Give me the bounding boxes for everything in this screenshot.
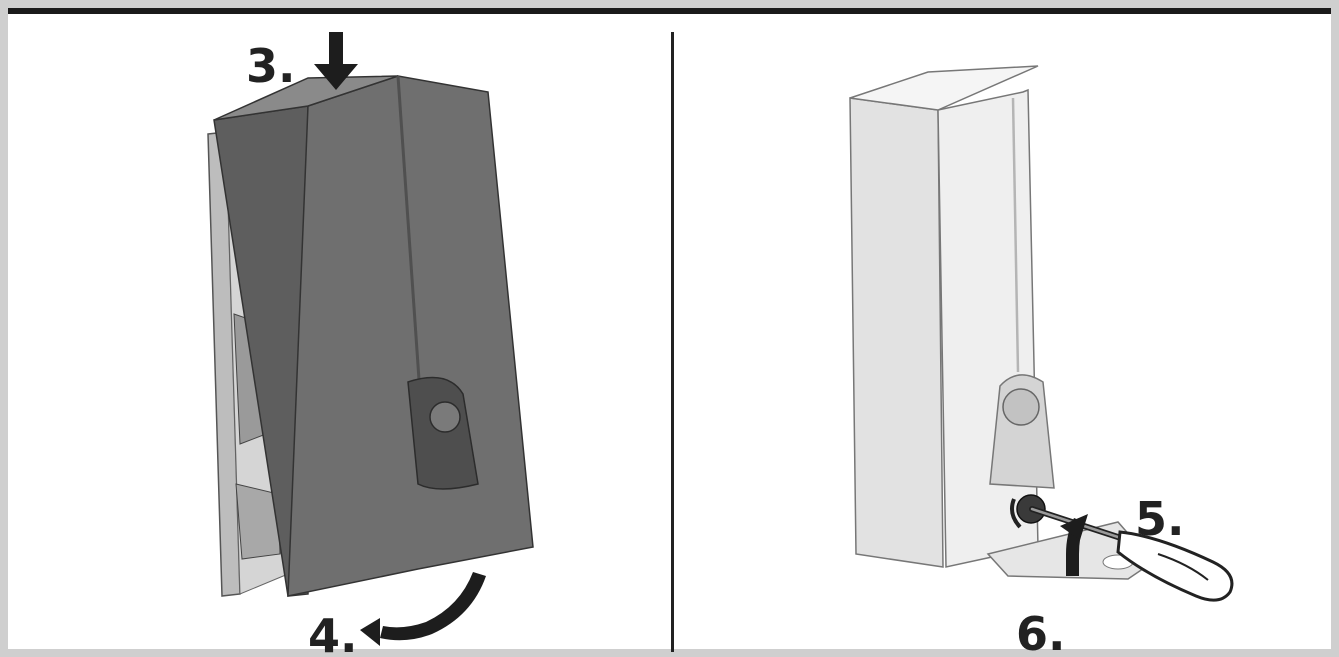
rotate-arrow-icon	[360, 572, 486, 646]
cover-front-face	[288, 76, 533, 596]
step-6-label: 6.	[1016, 607, 1065, 655]
illustration: 3. 4.	[8, 14, 1331, 655]
knob	[1003, 389, 1039, 425]
cover-front-face	[938, 90, 1038, 567]
step-5-label: 5.	[1135, 492, 1184, 546]
step-4-label: 4.	[308, 609, 357, 655]
knob-hole	[430, 402, 460, 432]
figure-panel: 3. 4.	[8, 8, 1331, 649]
cover-left-face	[850, 98, 943, 567]
left-illustration: 3. 4.	[208, 32, 533, 655]
right-illustration: 5. 6.	[850, 66, 1232, 655]
step-3-label: 3.	[246, 39, 295, 93]
